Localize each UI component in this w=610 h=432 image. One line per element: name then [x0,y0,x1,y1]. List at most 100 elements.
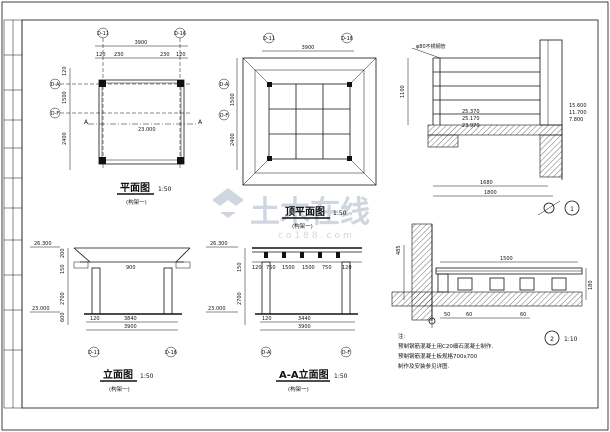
detail1-dim-a: 1680 [480,180,493,186]
svg-text:D-11: D-11 [263,36,275,42]
column-nw [99,80,106,87]
detail2-dim-a: 50 [444,312,450,318]
grid-bubble-aa-right: D-F [340,346,352,358]
detail-2: 485 1500 180 50 60 60 2 1:10 [391,223,594,346]
detail1-level-right-2: 11.700 [569,110,587,116]
elev-dim-600: 600 [60,312,66,322]
detail-1: φ80不锈钢管 1100 25.370 25.170 23.970 15.600… [400,39,587,216]
notes-line-1: 预制钢筋混凝土用C20细石混凝土制作. [398,342,493,350]
aa-subtitle: (构架一) [288,385,309,393]
aa-dim-top-4: 1500 [302,265,315,271]
ceiling-subtitle: (构架一) [292,222,313,230]
elev-dim-900: 900 [126,265,136,271]
detail1-level-2: 25.170 [462,116,480,122]
plan-dim-total: 3900 [135,40,148,46]
aa-dim-top-2: 750 [266,265,276,271]
detail2-scale: 1:10 [564,336,578,343]
grid-bubble-ceiling-df: D-F [218,109,230,121]
detail1-level-right-3: 7.800 [569,117,583,123]
plan-dim-left-a: 120 [62,66,68,76]
detail2-dim-top: 1500 [500,256,513,262]
elev-subtitle: (构架一) [109,385,130,393]
plan-title: 平面图 [120,182,150,194]
aa-dim-top-5: 750 [322,265,332,271]
elev-title: 立面图 [103,368,133,381]
detail1-dim-b: 1800 [484,190,497,196]
svg-text:D-F: D-F [220,113,229,119]
notes-line-2: 预制钢筋混凝土板规格700x700 [398,352,478,360]
grid-bubble-elev-left: D-11 [88,346,100,358]
svg-text:D-16: D-16 [165,350,177,356]
svg-text:D-A: D-A [51,82,61,88]
plan-elevation: 23.000 [138,127,156,133]
aa-title: A-A立面图 [279,368,329,381]
detail2-dim-left: 485 [396,245,402,255]
elevation-view: 26.300 23.000 200 150 2700 600 900 120 3… [30,241,191,393]
grid-bubble-ceiling-da: D-A [218,78,230,90]
elev-dim-3840: 3840 [124,316,137,322]
grid-bubble-elev-right: D-16 [165,346,177,358]
plan-subtitle: (构架一) [126,198,147,206]
svg-text:D-F: D-F [51,111,60,117]
detail2-dim-b: 60 [466,312,472,318]
svg-text:D-F: D-F [342,350,351,356]
grid-bubble-ceiling-d16: D-16 [341,32,353,44]
detail1-level-right-1: 15.600 [569,103,587,109]
aa-dim-3900: 3900 [298,324,311,330]
detail2-number: 2 [550,336,554,343]
section-mark-left: A [84,119,89,126]
column-ne [177,80,184,87]
svg-text:D-16: D-16 [174,31,186,37]
plan-dim-left-b: 1500 [62,91,68,104]
watermark-brand: 土木在线 [250,195,370,230]
elev-dim-150: 150 [60,264,66,274]
title-strip [3,19,23,409]
detail1-number: 1 [570,206,574,213]
grid-bubble-df: D-F [49,107,61,119]
svg-text:D-11: D-11 [97,31,109,37]
plan-dim-left-c: 2400 [62,132,68,145]
aa-scale: 1:50 [334,373,348,380]
detail2-dim-c: 60 [520,312,526,318]
aa-elevation: 26.300 23.000 150 2700 120 750 1500 1500… [206,241,362,393]
detail1-callout: φ80不锈钢管 [416,43,446,50]
aa-dim-top-6: 120 [342,265,352,271]
section-mark-right: A [198,119,203,126]
column-sw [99,157,106,164]
grid-bubble-d16: D-16 [174,27,186,39]
aa-level-bottom: 23.000 [208,306,226,312]
aa-dim-120: 120 [262,316,272,322]
grid-bubble-da: D-A [49,78,61,90]
plan-view: D-11 D-16 3900 120 230 230 120 D-A D-F 1… [49,27,203,206]
elev-dim-2700: 2700 [60,292,66,305]
elev-dim-120: 120 [90,316,100,322]
elev-dim-3900: 3900 [124,324,137,330]
plan-dim-d: 120 [176,52,186,58]
ceiling-dim-left-b: 2400 [230,133,236,146]
notes-line-3: 制作及安装参见详图. [398,362,450,370]
detail2-dim-right: 180 [588,280,594,290]
aa-level-top: 26.300 [210,241,228,247]
watermark: 土木在线 co188.com [212,188,370,241]
svg-text:D-11: D-11 [88,350,100,356]
elev-scale: 1:50 [140,373,154,380]
aa-dim-150: 150 [237,262,243,272]
detail1-dim-height: 1100 [400,85,406,98]
svg-text:D-A: D-A [220,82,230,88]
ceiling-dim-left-a: 1500 [230,93,236,106]
elev-level-top: 26.300 [34,241,52,247]
ceiling-plan: D-11 D-16 3900 D-A D-F 1500 2400 [218,32,377,230]
svg-text:D-16: D-16 [341,36,353,42]
aa-dim-2700: 2700 [237,292,243,305]
notes-heading: 注: [398,332,406,340]
aa-dim-top-3: 1500 [282,265,295,271]
aa-dim-3440: 3440 [298,316,311,322]
elev-level-bottom: 23.000 [32,306,50,312]
ceiling-dim-total: 3900 [302,45,315,51]
svg-text:D-A: D-A [262,350,272,356]
watermark-site: co188.com [278,231,355,241]
detail1-level-1: 25.370 [462,109,480,115]
plan-dim-c: 230 [160,52,170,58]
